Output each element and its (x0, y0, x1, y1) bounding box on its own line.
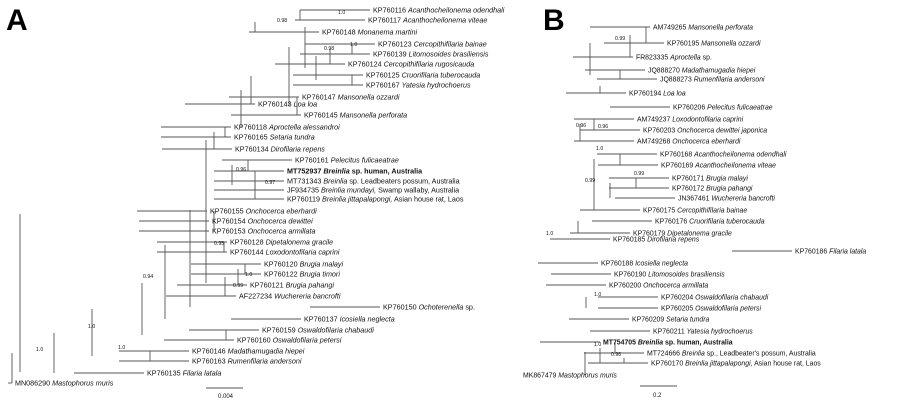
panel_b-taxon-label: KP760204 Oswaldofilaria chabaudi (661, 294, 769, 301)
panel_b-taxon-label: KP760194 Loa loa (629, 90, 686, 97)
panel_a-taxon-label: KP760139 Litomosoides brasiliensis (373, 49, 489, 58)
panel_a-taxon-label: KP760137 Icosiella neglecta (304, 314, 395, 323)
panel_a-taxon-label: KP760121 Brugia pahangi (250, 280, 334, 289)
panel_a-support-value: 0.94 (143, 274, 153, 280)
panel_a-taxon-label: KP760125 Cruorifilaria tuberocauda (366, 70, 480, 79)
panel_a-taxon-label: KP760119 Breinlia jittapalapongi, Asian … (287, 194, 464, 203)
panel_a-support-value: 0.95 (214, 241, 224, 247)
panel_b-taxon-label: KP760185 Dirofilaria repens (613, 236, 700, 243)
panel_a-taxon-label: KP760124 Cercopithifilaria rugosicauda (348, 59, 474, 68)
panel_a-support-value: 0.97 (265, 180, 275, 186)
panel_b-support-value: 0.99 (585, 178, 595, 184)
panel_b-taxon-label: KP760203 Onchocerca dewittei japonica (643, 127, 767, 134)
panel_b-support-value: 0.96 (611, 352, 621, 358)
panel_a-support-value: 1.0 (245, 272, 252, 278)
panel_b-taxon-label: KP760206 Pelecitus fulicaeatrae (673, 104, 773, 111)
panel_a-taxon-label: KP760163 Rumenfilaria andersoni (192, 356, 302, 365)
panel_a-taxon-label: KP760159 Oswaldofilaria chabaudi (262, 325, 374, 334)
panel_b-taxon-label: KP760170 Breinlia jittapalapongi, Asian … (651, 360, 821, 367)
panel_a-taxon-label: KP760135 Filaria latala (147, 368, 221, 377)
panel-b-scale-label: 0.2 (653, 393, 662, 399)
panel_b-taxon-label: MK867479 Mastophorus muris (523, 372, 617, 379)
panel_b-taxon-label: AM749268 Onchocerca eberhardi (637, 138, 741, 145)
panel_a-support-value: 1.0 (350, 42, 357, 48)
panel_b-taxon-label: KP760188 Icosiella neglecta (601, 260, 688, 267)
panel_a-taxon-label: KP760134 Dirofilaria repens (235, 144, 325, 153)
panel_a-taxon-label: JF934735 Breinlia mundayi, Swamp wallaby… (287, 185, 459, 194)
panel_b-taxon-label: KP760171 Brugia malayi (672, 175, 748, 182)
panel_a-support-value: 1.0 (36, 347, 43, 353)
panel_a-taxon-label: KP760148 Monanema martini (322, 27, 418, 36)
panel_a-support-value: 0.98 (277, 18, 287, 24)
panel_b-support-value: 1.0 (594, 292, 601, 298)
panel_a-taxon-label: KP760161 Pelecitus fulicaeatrae (295, 155, 399, 164)
panel_a-taxon-label: KP760117 Acanthocheilonema viteae (368, 15, 487, 24)
panel_b-taxon-label: JN367461 Wuchereria bancrofti (678, 195, 775, 202)
panel_b-taxon-label: FR823335 Aproctella sp. (636, 54, 712, 61)
panel_a-taxon-label: KP760143 Loa loa (258, 99, 317, 108)
panel_b-taxon-label: KP760195 Mansonella ozzardi (667, 40, 761, 47)
panel_b-support-value: 0.96 (576, 123, 586, 129)
panel_b-taxon-label: KP760172 Brugia pahangi (672, 185, 753, 192)
panel-a-tree: KP760116 Acanthocheilonema odendhaliKP76… (8, 5, 505, 387)
panel_a-taxon-label: KP760153 Onchocerca armillata (212, 226, 316, 235)
panel_a-support-value: 1.0 (338, 10, 345, 16)
panel_a-taxon-label: KP760150 Ochoterenella sp. (383, 302, 475, 311)
panel_a-taxon-label: KP760147 Mansonella ozzardi (302, 92, 400, 101)
panel_a-taxon-label: KP760123 Cercopithifilaria bainae (378, 39, 487, 48)
panel_b-taxon-label: MT724666 Breinlia sp., Leadbeater's poss… (647, 350, 816, 357)
panel_a-taxon-label: MT752937 Breinlia sp. human, Australia (287, 166, 423, 175)
panel_b-taxon-label: KP760176 Cruorifilaria tuberocauda (655, 218, 765, 225)
panel_a-taxon-label: KP760154 Onchocerca dewittei (212, 216, 313, 225)
panel_b-support-value: 1.0 (594, 342, 601, 348)
panel_a-support-value: 0.98 (324, 46, 334, 52)
panel_a-taxon-label: KP760122 Brugia timori (264, 269, 340, 278)
panel_b-taxon-label: KP760190 Litomosoides brasiliensis (614, 271, 725, 278)
panel_a-taxon-label: MT731343 Breinlia sp. Leadbeaters possum… (287, 176, 460, 185)
panel_b-taxon-label: MT754705 Breinlia sp. human, Australia (603, 339, 733, 346)
panel_a-taxon-label: KP760120 Brugia malayi (264, 259, 344, 268)
panel_b-support-value: 0.99 (634, 171, 644, 177)
panel_a-taxon-label: KP760145 Mansonella perforata (304, 110, 407, 119)
panel_a-taxon-label: KP760116 Acanthocheilonema odendhali (373, 5, 505, 14)
panel_a-support-value: 1.0 (88, 324, 95, 330)
panel_b-taxon-label: KP760211 Yatesia hydrochoerus (653, 328, 753, 335)
panel_b-taxon-label: KP760209 Setaria tundra (632, 316, 710, 323)
panel_a-support-value: 1.0 (118, 345, 125, 351)
panel_a-taxon-label: KP760128 Dipetalonema gracile (230, 237, 333, 246)
panel_b-taxon-label: KP760168 Acanthocheilonema odendhali (660, 151, 787, 158)
panel_b-taxon-label: AM749237 Loxodontofilaria caprini (637, 116, 744, 123)
panel_b-support-value: 1.0 (596, 146, 603, 152)
panel_b-support-value: 1.0 (546, 231, 553, 237)
panel-a-scale-label: 0.004 (218, 394, 234, 400)
panel_a-taxon-label: KP760165 Setaria tundra (234, 132, 315, 141)
panel_b-taxon-label: KP760175 Cercopithifilaria bainae (643, 207, 747, 214)
panel_b-taxon-label: KP760186 Filaria latala (795, 248, 866, 255)
panel_b-support-value: 0.99 (615, 36, 625, 42)
panel-b-letter: B (543, 4, 565, 37)
panel_a-support-value: 0.99 (233, 283, 243, 289)
panel_a-taxon-label: KP760146 Madathamugadia hiepei (192, 346, 305, 355)
panel_b-taxon-label: JQ888273 Rumenfilaria andersoni (660, 76, 765, 83)
panel_a-taxon-label: KP760144 Loxodontofilaria caprini (230, 247, 340, 256)
panel_a-taxon-label: KP760167 Yatesia hydrochoerus (366, 80, 471, 89)
panel_a-taxon-label: KP760155 Onchocerca eberhardi (210, 206, 317, 215)
panel_b-taxon-label: KP760169 Acanthocheilonema viteae (661, 162, 776, 169)
panel_a-taxon-label: KP760118 Aproctella alessandroi (234, 122, 340, 131)
panel_a-support-value: 0.96 (236, 167, 246, 173)
panel-a-letter: A (6, 4, 28, 37)
panel_b-taxon-label: KP760205 Oswaldofilaria petersi (661, 305, 761, 312)
panel_a-taxon-label: AF227234 Wuchereria bancrofti (239, 291, 341, 300)
panel_b-taxon-label: KP760200 Onchocerca armillata (609, 282, 708, 289)
panel_b-taxon-label: JQ888270 Madathamugadia hiepei (648, 67, 756, 74)
panel_a-taxon-label: MN086290 Mastophorus muris (15, 378, 114, 387)
panel_b-taxon-label: KP760179 Dipetalonema gracile (633, 230, 732, 237)
panel_b-taxon-label: AM749265 Mansonella perforata (653, 24, 753, 31)
panel_b-support-value: 0.96 (598, 124, 608, 130)
panel_a-taxon-label: KP760160 Oswaldofilaria petersi (237, 335, 342, 344)
